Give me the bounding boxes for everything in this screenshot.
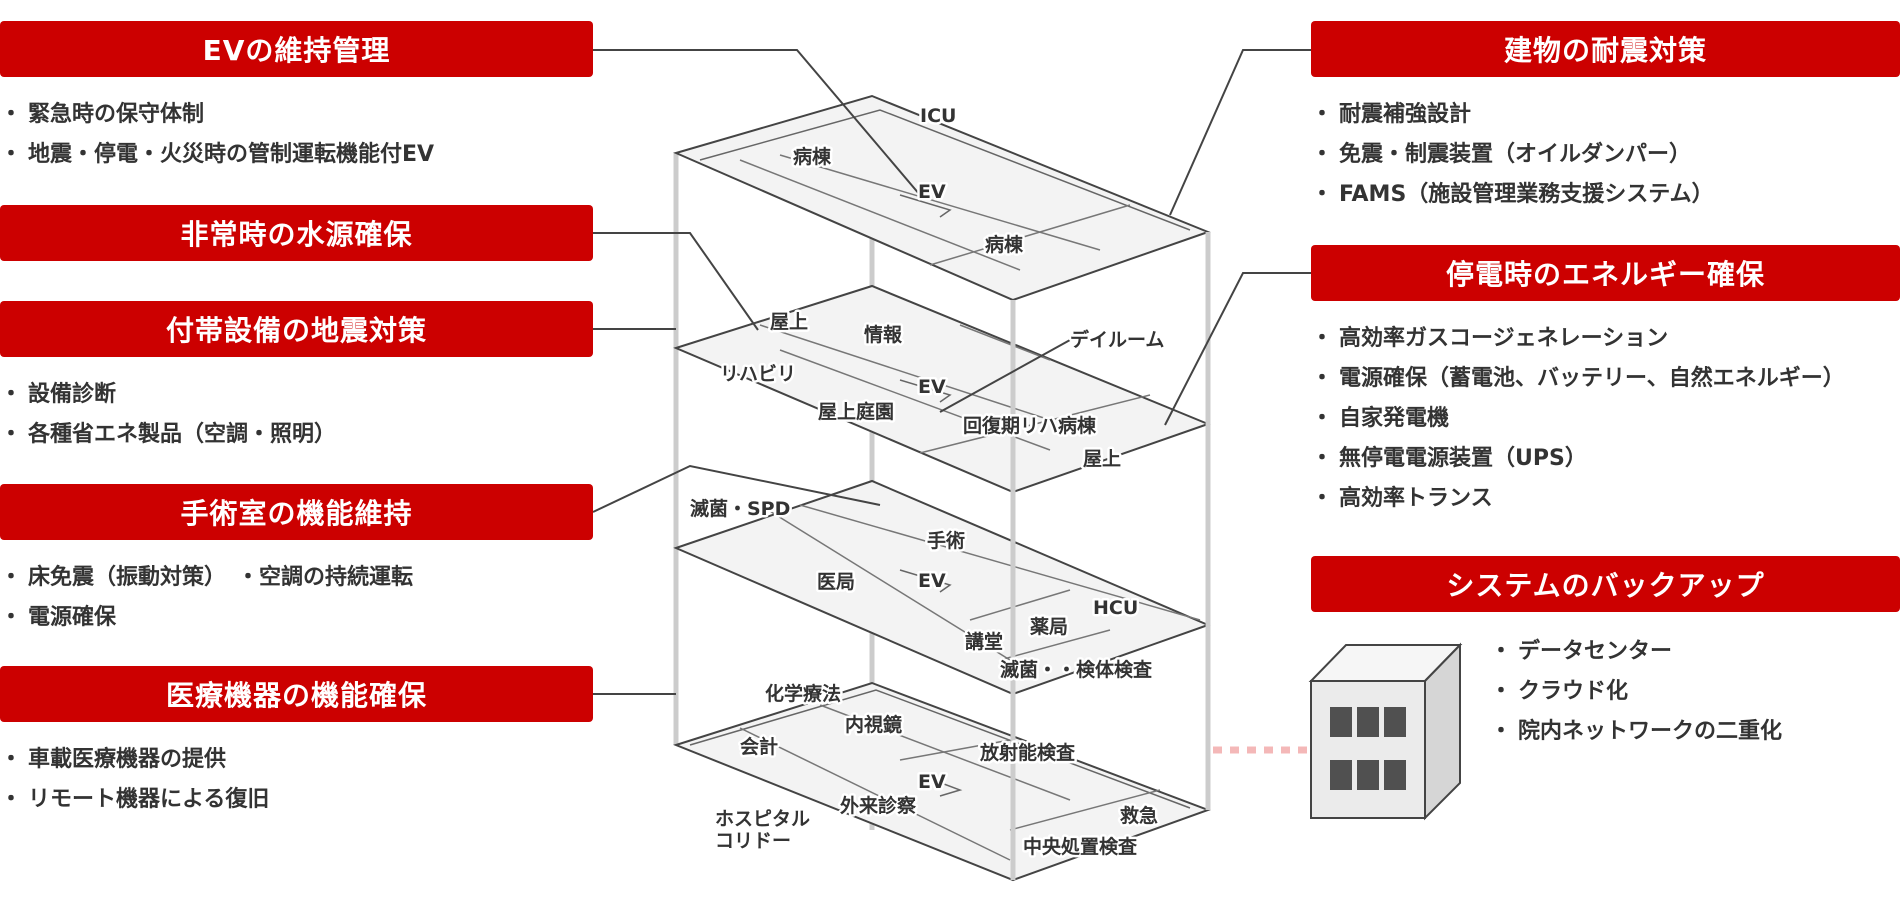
list-item: ・設備診断 [0, 382, 117, 407]
label-info: 情報 [864, 323, 903, 346]
list-item: ・免震・制震装置（オイルダンパー） [1311, 142, 1692, 167]
label-roof-garden: 屋上庭園 [818, 400, 894, 423]
panel-backup-header: システムのバックアップ [1311, 556, 1900, 612]
list-item: ・高効率トランス [1311, 486, 1493, 511]
label-medical-office: 医局 [817, 571, 855, 593]
leader-lines [592, 49, 1311, 695]
list-item: ・各種省エネ製品（空調・照明） [0, 422, 337, 447]
panel-medical-devices-items: ・車載医療機器の提供 ・リモート機器による復旧 [0, 740, 269, 820]
panel-water-source-header: 非常時の水源確保 [0, 205, 593, 261]
label-recovery-ward: 回復期リハ病棟 [963, 414, 1097, 437]
list-item: ・緊急時の保守体制 [0, 102, 205, 127]
label-ward-2: 病棟 [985, 233, 1024, 256]
floor-4-labels: 屋上 情報 リハビリ EV 屋上庭園 回復期リハ病棟 屋上 デイルーム [718, 309, 1167, 473]
floor-3 [673, 479, 1211, 696]
label-dayroom: デイルーム [1070, 328, 1164, 351]
panel-ev-maintenance-header: EVの維持管理 [0, 21, 593, 77]
list-item: ・高効率ガスコージェネレーション [1311, 326, 1669, 351]
floor-4 [673, 284, 1211, 494]
label-ward-1: 病棟 [793, 145, 832, 168]
pillars-front [1010, 232, 1211, 880]
label-surgery: 手術 [927, 529, 965, 552]
label-rehab: リハビリ [720, 363, 796, 385]
label-pharmacy: 薬局 [1029, 615, 1068, 638]
list-item: ・データセンター [1490, 639, 1673, 664]
list-item: ・電源確保 [0, 605, 117, 630]
panel-ev-maintenance-items: ・緊急時の保守体制 ・地震・停電・火災時の管制運転機能付EV [0, 95, 434, 175]
floor-5-labels: ICU 病棟 EV 病棟 [791, 103, 1027, 259]
list-item: ・自家発電機 [1311, 406, 1450, 431]
list-item: ・車載医療機器の提供 [0, 747, 227, 772]
label-corridor-2: コリドー [715, 830, 791, 852]
list-item: ・クラウド化 [1490, 679, 1629, 704]
list-item: ・無停電電源装置（UPS） [1311, 446, 1587, 471]
panel-energy-header: 停電時のエネルギー確保 [1311, 245, 1900, 301]
panel-seismic-header: 建物の耐震対策 [1311, 21, 1900, 77]
label-chemo: 化学療法 [765, 682, 841, 705]
server-building-icon [1308, 642, 1463, 821]
floor-1 [673, 681, 1211, 882]
panel-energy-items: ・高効率ガスコージェネレーション ・電源確保（蓄電池、バッテリー、自然エネルギー… [1311, 319, 1845, 519]
panel-medical-devices-header: 医療機器の機能確保 [0, 666, 593, 722]
list-item: ・FAMS（施設管理業務支援システム） [1311, 182, 1714, 207]
floor-5 [673, 94, 1211, 302]
list-item: ・床免震（振動対策） ・空調の持続運転 [0, 565, 414, 590]
label-accounting: 会計 [740, 735, 778, 758]
panel-backup-items: ・データセンター ・クラウド化 ・院内ネットワークの二重化 [1490, 632, 1782, 752]
label-lab: 滅菌・・検体検査 [1000, 658, 1153, 681]
panel-equipment-quake-items: ・設備診断 ・各種省エネ製品（空調・照明） [0, 375, 336, 455]
label-emergency: 救急 [1120, 804, 1158, 827]
panel-surgery-function-header: 手術室の機能維持 [0, 484, 593, 540]
label-radiology: 放射能検査 [979, 741, 1076, 764]
list-item: ・地震・停電・火災時の管制運転機能付EV [0, 142, 435, 167]
label-ev-f5: EV [918, 181, 946, 203]
label-rooftop-1: 屋上 [770, 311, 808, 333]
label-rooftop-2: 屋上 [1083, 448, 1121, 470]
label-ev-f3: EV [918, 570, 946, 592]
label-ev-f1: EV [918, 771, 946, 793]
panel-surgery-function-items: ・床免震（振動対策） ・空調の持続運転 ・電源確保 [0, 558, 413, 638]
floor-1-labels: 化学療法 内視鏡 会計 放射能検査 EV 外来診察 救急 ホスピタル コリドー … [713, 680, 1161, 861]
label-icu: ICU [920, 105, 956, 127]
label-outpatient: 外来診察 [840, 794, 917, 817]
label-lecture-hall: 講堂 [965, 630, 1003, 653]
list-item: ・院内ネットワークの二重化 [1490, 719, 1783, 744]
list-item: ・耐震補強設計 [1311, 102, 1472, 127]
label-corridor-1: ホスピタル [715, 808, 810, 830]
panel-equipment-quake-header: 付帯設備の地震対策 [0, 301, 593, 357]
label-sterile-spd: 滅菌・SPD [690, 497, 790, 520]
list-item: ・リモート機器による復旧 [0, 787, 270, 812]
label-hcu: HCU [1093, 597, 1138, 619]
list-item: ・電源確保（蓄電池、バッテリー、自然エネルギー） [1311, 366, 1845, 391]
floor-3-labels: 滅菌・SPD 手術 医局 EV HCU 講堂 薬局 滅菌・・検体検査 [688, 495, 1156, 684]
label-ev-f4: EV [918, 376, 946, 398]
label-central-treatment: 中央処置検査 [1023, 835, 1138, 858]
panel-seismic-items: ・耐震補強設計 ・免震・制震装置（オイルダンパー） ・FAMS（施設管理業務支援… [1311, 95, 1714, 215]
label-endoscopy: 内視鏡 [845, 713, 902, 736]
